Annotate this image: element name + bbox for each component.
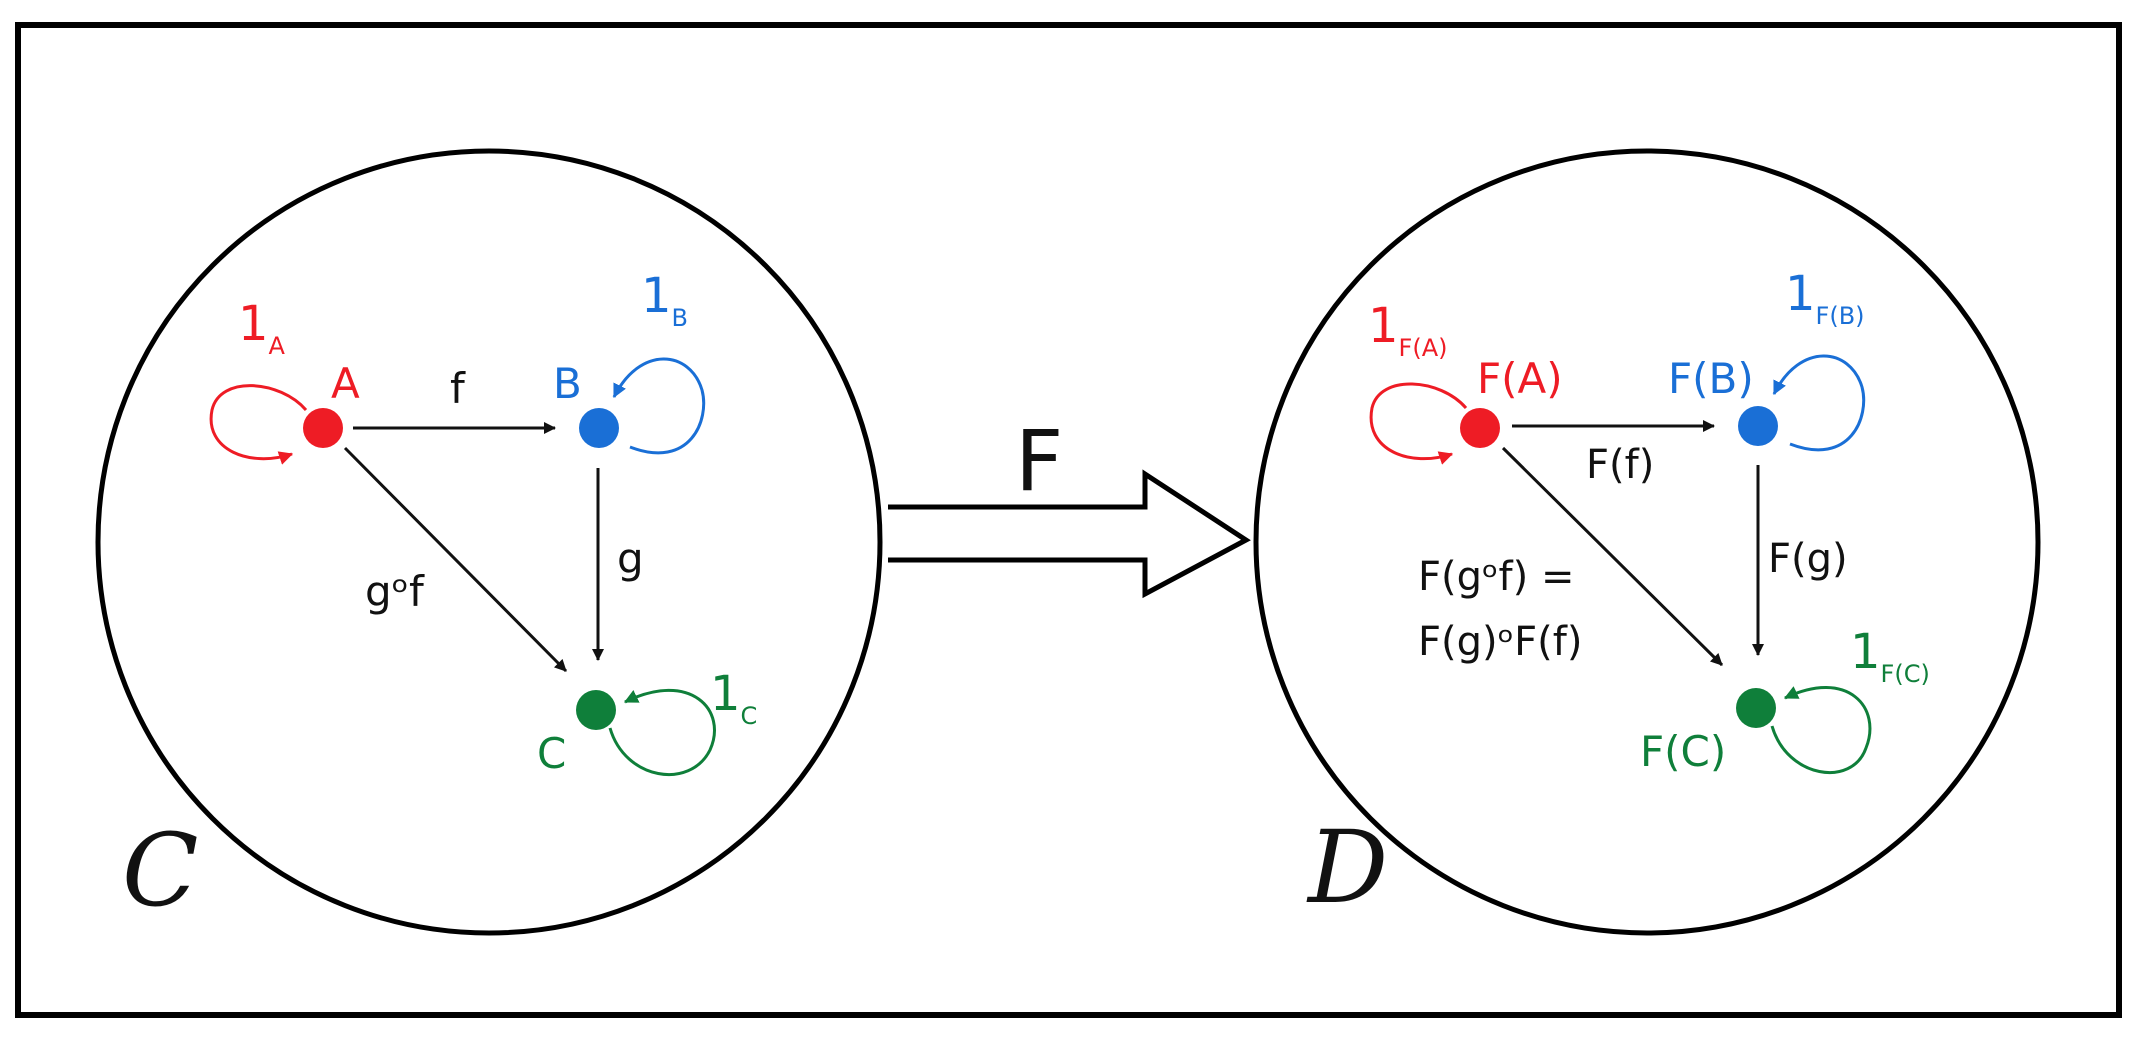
functor-arrow: F: [888, 412, 1251, 599]
identity-c-subscript: C: [741, 702, 758, 730]
identity-c-number: 1: [710, 666, 741, 722]
object-fb-label: F(B): [1668, 354, 1754, 403]
object-a-label: A: [331, 359, 360, 408]
morphism-gof-label: gᵒf: [365, 567, 425, 616]
category-d: F(A) F(B) F(C) 1F(A) 1F(B) 1F(C) F(f) F(…: [1253, 148, 2041, 936]
category-c-circle: [95, 148, 883, 936]
object-fa-label: F(A): [1477, 354, 1563, 403]
object-c-dot: [576, 690, 616, 730]
object-a-dot: [303, 408, 343, 448]
identity-a-number: 1: [238, 296, 269, 352]
identity-a-label: 1A: [238, 296, 286, 360]
identity-loop-b: [612, 357, 706, 455]
object-b-dot: [579, 408, 619, 448]
functor-double-arrow: [888, 469, 1251, 599]
morphism-ff-label: F(f): [1586, 442, 1654, 488]
identity-fa-subscript: F(A): [1399, 334, 1448, 362]
category-c: A B C 1A 1B 1C f g gᵒf C: [95, 148, 883, 936]
object-fb-dot: [1738, 406, 1778, 446]
morphism-gof-arrow: [343, 446, 568, 673]
identity-fc-subscript: F(C): [1881, 660, 1930, 688]
object-fc-dot: [1736, 688, 1776, 728]
object-b-label: B: [553, 359, 582, 408]
morphism-f-label: f: [450, 364, 466, 413]
identity-loop-fb: [1772, 354, 1866, 452]
identity-fb-subscript: F(B): [1816, 302, 1865, 330]
identity-fc-label: 1F(C): [1850, 624, 1930, 688]
identity-a-subscript: A: [269, 332, 286, 360]
identity-fb-number: 1: [1785, 266, 1816, 322]
object-fa-dot: [1460, 408, 1500, 448]
identity-loop-fc: [1770, 686, 1872, 774]
category-d-name: D: [1306, 809, 1388, 926]
identity-loop-c: [608, 689, 716, 776]
morphism-g-label: g: [617, 534, 644, 583]
identity-c-label: 1C: [710, 666, 757, 730]
object-c-label: C: [537, 729, 566, 778]
identity-fc-number: 1: [1850, 624, 1881, 680]
identity-b-label: 1B: [641, 268, 688, 332]
morphism-fgof-label-2: F(g)ᵒF(f): [1418, 619, 1582, 665]
morphism-fg-label: F(g): [1768, 536, 1848, 582]
morphism-fgof-arrow: [1501, 446, 1724, 667]
identity-fa-label: 1F(A): [1368, 298, 1448, 362]
outer-frame: [15, 22, 2122, 1018]
functor-label: F: [1015, 412, 1063, 510]
object-fc-label: F(C): [1640, 727, 1726, 776]
identity-fa-number: 1: [1368, 298, 1399, 354]
identity-loop-a: [209, 384, 308, 465]
identity-loop-fa: [1369, 382, 1468, 465]
morphism-fgof-label-1: F(gᵒf) =: [1418, 554, 1574, 600]
identity-b-subscript: B: [672, 304, 688, 332]
identity-b-number: 1: [641, 268, 672, 324]
category-d-circle: [1253, 148, 2041, 936]
category-c-name: C: [122, 812, 199, 929]
identity-fb-label: 1F(B): [1785, 266, 1865, 330]
